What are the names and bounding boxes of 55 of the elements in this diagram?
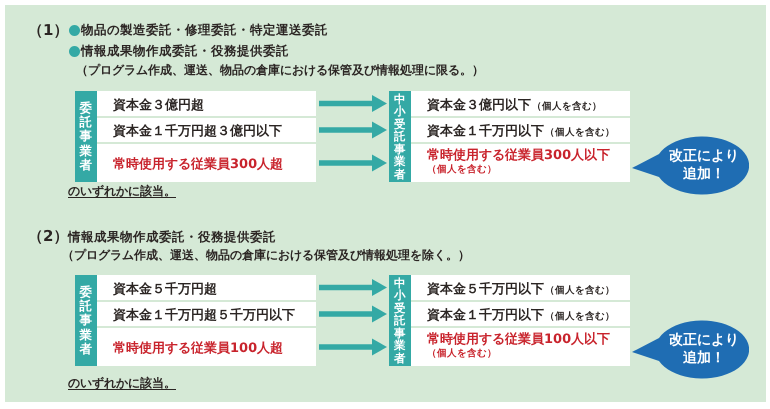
- condition-text: 資本金１千万円超３億円以下: [113, 124, 282, 139]
- condition-text: 常時使用する従業員100人以下: [427, 332, 612, 348]
- condition-text: 資本金５千万円以下: [427, 282, 544, 297]
- condition-text: 資本金１千万円以下: [427, 124, 544, 139]
- condition-text: 常時使用する従業員300人以下: [427, 148, 612, 164]
- band-label: 中小受託事業者: [394, 277, 406, 364]
- arrow: [319, 95, 387, 112]
- condition-row: [411, 118, 630, 142]
- qualifier-text: （個人を含む）: [532, 101, 602, 112]
- condition-row: [411, 91, 630, 116]
- qualifier-text: （個人を含む）: [545, 311, 615, 322]
- closing-note: のいずれかに該当。: [68, 184, 176, 198]
- condition-text: 資本金５千万円超: [113, 282, 217, 297]
- condition-row: [97, 91, 316, 116]
- label-band: [389, 91, 411, 182]
- band-label: 委託事業者: [79, 284, 93, 356]
- condition-row: [97, 302, 316, 326]
- condition-row: [411, 328, 630, 366]
- note-text: （プログラム作成、運送、物品の倉庫における保管及び情報処理を除く。）: [62, 248, 470, 262]
- condition-text: 資本金３億円超: [113, 98, 204, 113]
- condition-row: [411, 302, 630, 326]
- qualifier-text: （個人を含む）: [545, 285, 615, 296]
- heading-text: 情報成果物作成委託・役務提供委託: [81, 43, 289, 58]
- arrow: [319, 306, 387, 322]
- condition-row: [97, 275, 316, 300]
- qualifier-text: （個人を含む）: [427, 348, 498, 360]
- qualifier-text: （個人を含む）: [545, 127, 615, 138]
- qualifier-text: （個人を含む）: [427, 164, 498, 176]
- condition-text: 資本金３億円以下: [427, 98, 531, 113]
- condition-row: [411, 275, 630, 300]
- condition-text: 常時使用する従業員100人超: [113, 341, 284, 356]
- condition-row: [97, 144, 316, 182]
- condition-row: [97, 328, 316, 366]
- condition-text: 常時使用する従業員300人超: [113, 157, 284, 172]
- band-label: 中小受託事業者: [394, 93, 406, 180]
- heading-text: 情報成果物作成委託・役務提供委託: [68, 229, 276, 244]
- condition-text: 資本金１千万円以下: [427, 308, 544, 323]
- arrow: [319, 122, 387, 138]
- label-band: [75, 275, 97, 366]
- note-text: （プログラム作成、運送、物品の倉庫における保管及び情報処理に限る。）: [76, 63, 484, 78]
- condition-row: [411, 144, 630, 182]
- condition-row: [97, 118, 316, 142]
- closing-note: のいずれかに該当。: [68, 376, 176, 390]
- callout-text: 改正により追加！: [668, 148, 740, 183]
- callout-text: 改正により追加！: [668, 332, 740, 367]
- arrow: [319, 154, 387, 172]
- heading-text: 物品の製造委託・修理委託・特定運送委託: [81, 22, 328, 37]
- section-number: （2）: [28, 227, 68, 245]
- label-band: [75, 91, 97, 182]
- section-number: （1）: [28, 21, 68, 39]
- band-label: 委託事業者: [79, 100, 93, 172]
- arrow: [319, 338, 387, 356]
- label-band: [389, 275, 411, 366]
- condition-text: 資本金１千万円超５千万円以下: [113, 308, 295, 323]
- arrow: [319, 279, 387, 296]
